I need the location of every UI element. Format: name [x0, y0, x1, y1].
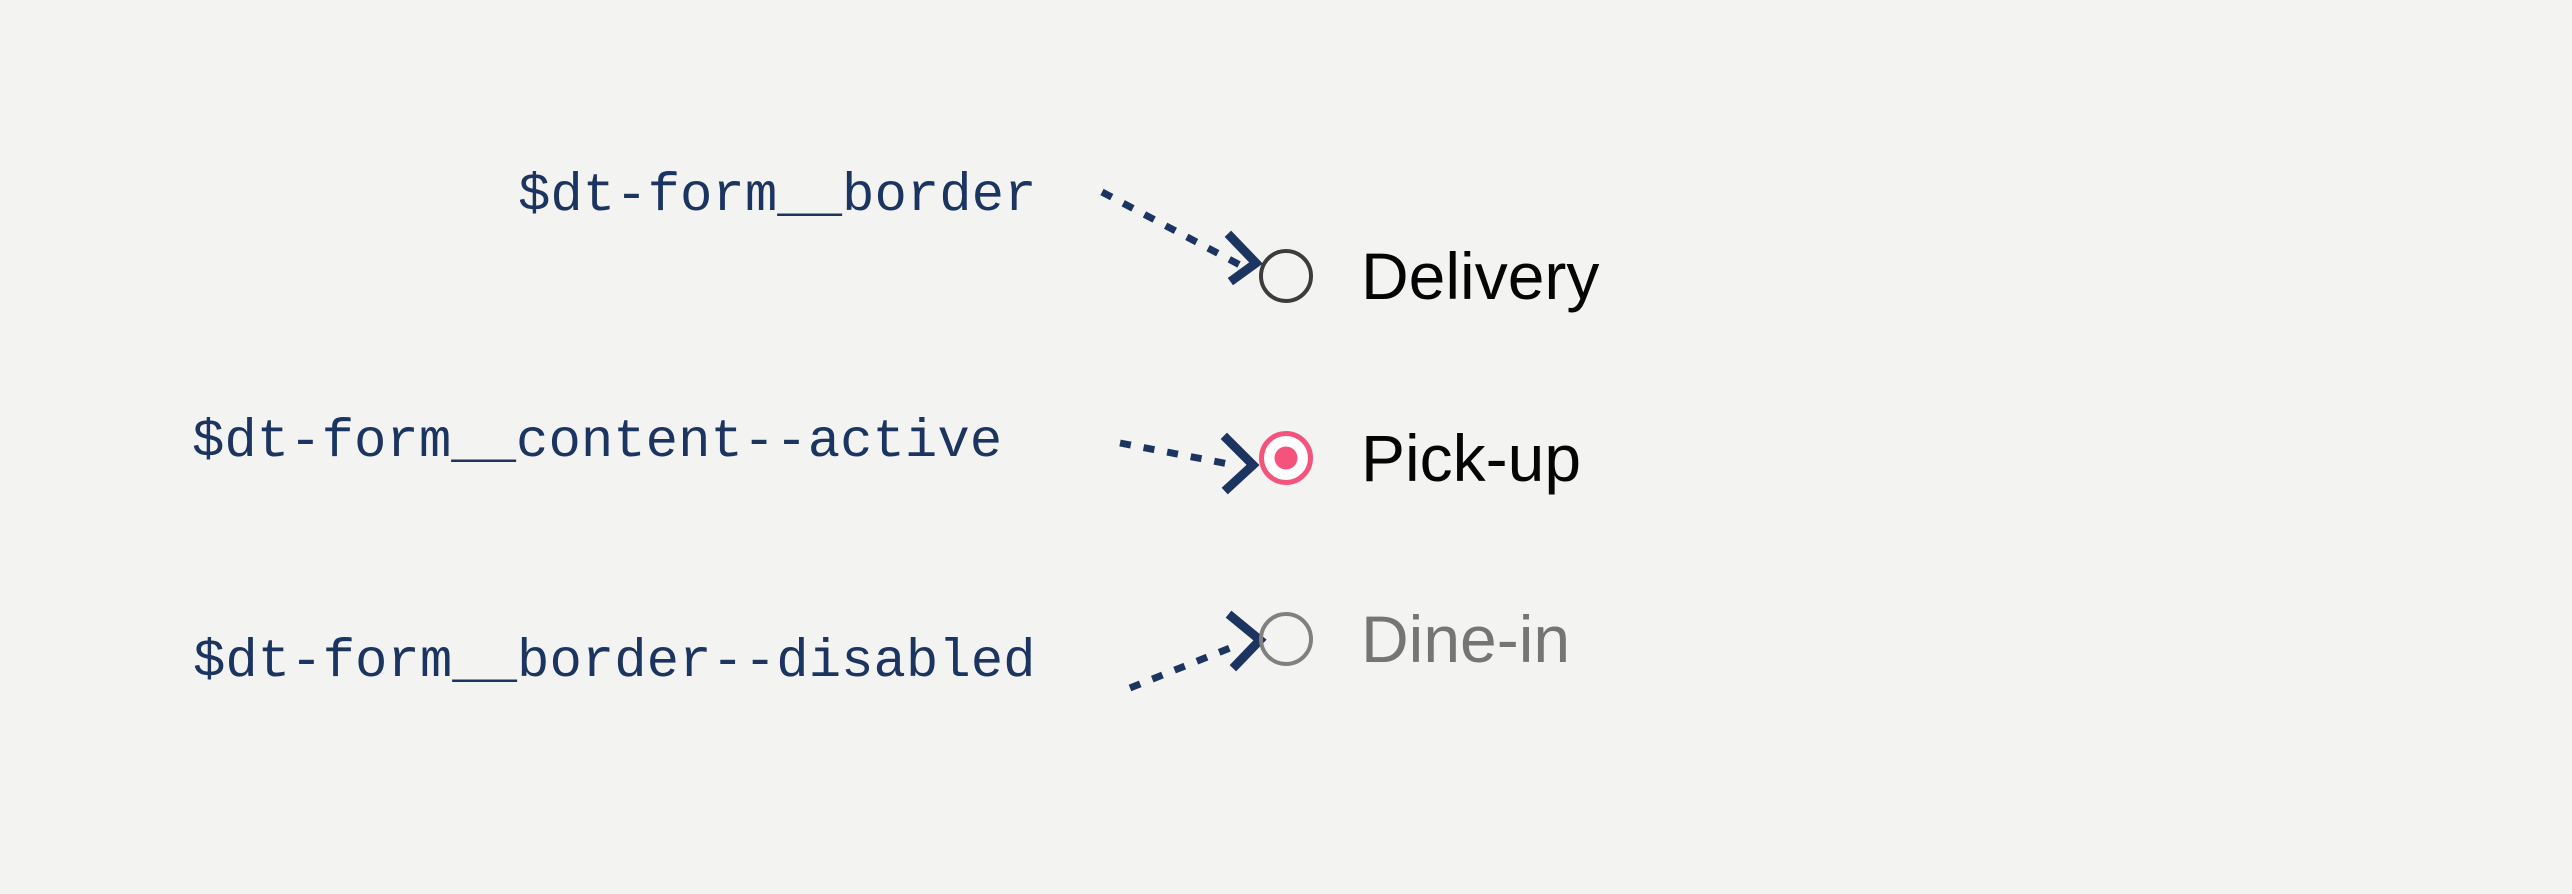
radio-option-dinein: Dine-in [1259, 606, 1570, 672]
annotation-arrow-delivery-icon [1100, 188, 1263, 286]
annotation-arrow-dinein-icon [1128, 610, 1267, 692]
token-label-form-border: $dt-form__border [518, 166, 1037, 227]
radio-selected-dot-icon [1274, 446, 1298, 470]
token-label-form-border-disabled: $dt-form__border--disabled [193, 632, 1036, 693]
annotation-arrow-pickup-icon [1119, 432, 1260, 495]
radio-label-delivery: Delivery [1361, 239, 1600, 313]
radio-option-pickup[interactable]: Pick-up [1259, 425, 1581, 491]
radio-label-dinein: Dine-in [1361, 602, 1571, 676]
radio-label-pickup: Pick-up [1361, 421, 1582, 495]
radio-button-delivery-icon[interactable] [1259, 249, 1313, 303]
radio-button-dinein-icon [1259, 612, 1313, 666]
radio-option-delivery[interactable]: Delivery [1259, 243, 1599, 309]
radio-button-pickup-icon[interactable] [1259, 431, 1313, 485]
token-label-form-content-active: $dt-form__content--active [192, 412, 1003, 473]
